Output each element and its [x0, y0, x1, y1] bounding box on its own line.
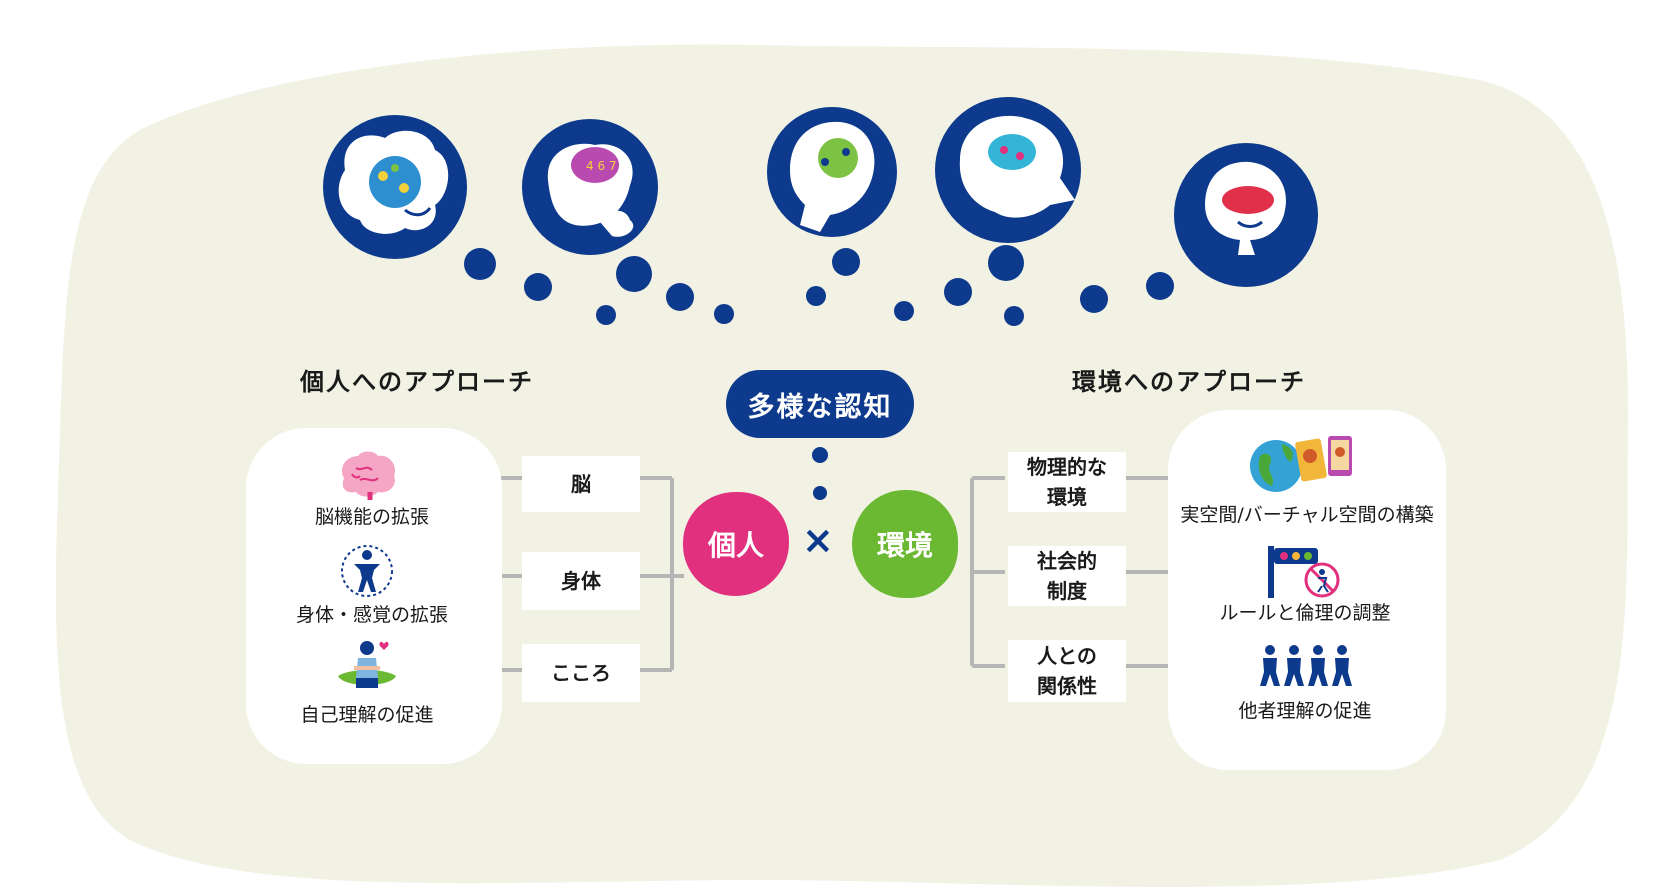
thought-dot: [806, 286, 826, 306]
thought-dot: [524, 273, 552, 301]
thought-dot: [988, 245, 1024, 281]
thought-dot: [813, 486, 827, 500]
thought-dot: [944, 278, 972, 306]
right-item-label: 実空間/バーチャル空間の構築: [1180, 504, 1434, 526]
globe-phone-icon: [1250, 436, 1352, 492]
category-box: こころ: [522, 644, 640, 702]
meditation-icon: [338, 641, 396, 688]
times-sign: ×: [802, 518, 834, 562]
category-box: 身体: [522, 552, 640, 610]
thought-dot: [596, 305, 616, 325]
environment-circle: 環境: [852, 490, 958, 598]
thought-dot: [464, 248, 496, 280]
thought-dot: [894, 301, 914, 321]
left-heading: 個人へのアプローチ: [300, 368, 534, 396]
people-icon: [1260, 645, 1352, 686]
thought-dot: [1146, 272, 1174, 300]
environment-label: 環境: [876, 529, 933, 562]
individual-label: 個人: [707, 529, 764, 562]
head-front-icon: [323, 115, 467, 259]
svg-text:4 6 7: 4 6 7: [586, 159, 617, 173]
diverse-cognition-label: 多様な認知: [747, 391, 893, 423]
thought-dot: [666, 283, 694, 311]
body-icon: [341, 545, 393, 597]
head-numbers-icon: 4 6 7: [522, 119, 658, 255]
diverse-cognition-bubble: 多様な認知: [726, 370, 914, 438]
head-music-icon: [767, 107, 897, 237]
left-item-label: 脳機能の拡張: [314, 506, 429, 528]
head-tilt-icon: [935, 97, 1081, 243]
thought-dot: [1004, 306, 1024, 326]
left-item-label: 自己理解の促進: [300, 704, 434, 726]
category-box: 人との 関係性: [1008, 640, 1126, 702]
thought-dot: [714, 304, 734, 324]
thought-dot: [1080, 285, 1108, 313]
category-box: 社会的 制度: [1008, 546, 1126, 606]
thought-dot: [616, 256, 652, 292]
thought-dot: [832, 248, 860, 276]
category-box: 物理的な 環境: [1008, 452, 1126, 512]
right-item-label: ルールと倫理の調整: [1219, 602, 1391, 624]
left-item-label: 身体・感覚の拡張: [295, 604, 448, 626]
right-heading: 環境へのアプローチ: [1072, 368, 1306, 396]
thought-dot: [812, 447, 828, 463]
individual-circle: 個人: [683, 492, 789, 596]
traffic-rule-icon: [1268, 546, 1340, 598]
right-item-label: 他者理解の促進: [1238, 700, 1372, 722]
brain-icon: [341, 451, 396, 500]
head-red-icon: [1174, 143, 1318, 287]
category-box: 脳: [522, 456, 640, 512]
